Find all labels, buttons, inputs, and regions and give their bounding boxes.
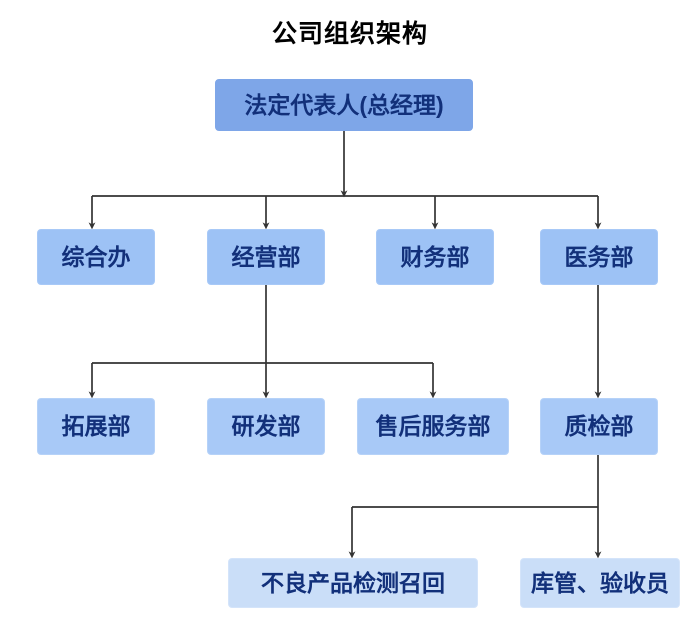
org-node-label: 经营部 [231,243,301,270]
org-node-legal-representative[interactable]: 法定代表人(总经理) [211,75,477,135]
org-node-label: 医务部 [564,243,634,270]
org-node-after-sales-service[interactable]: 售后服务部 [353,394,513,459]
org-node-operations[interactable]: 经营部 [203,225,329,289]
org-node-label: 不良产品检测召回 [261,569,445,596]
org-node-medical-affairs[interactable]: 医务部 [536,225,662,289]
org-node-expansion[interactable]: 拓展部 [33,394,159,459]
org-node-finance[interactable]: 财务部 [372,225,498,289]
org-node-label: 研发部 [231,413,301,439]
org-node-defective-product-recall[interactable]: 不良产品检测召回 [224,554,482,612]
org-node-label: 法定代表人(总经理) [244,91,444,118]
org-node-general-affairs[interactable]: 综合办 [33,225,159,289]
org-node-research-development[interactable]: 研发部 [203,394,329,459]
org-node-quality-inspection[interactable]: 质检部 [536,394,662,459]
org-node-label: 拓展部 [61,413,131,439]
org-node-label: 质检部 [564,413,634,439]
org-node-label: 售后服务部 [375,413,491,439]
org-node-label: 库管、验收员 [531,569,669,596]
page-title: 公司组织架构 [271,20,428,48]
org-node-label: 财务部 [400,243,470,270]
org-node-warehouse-inspector[interactable]: 库管、验收员 [516,554,684,612]
org-node-label: 综合办 [61,243,131,270]
